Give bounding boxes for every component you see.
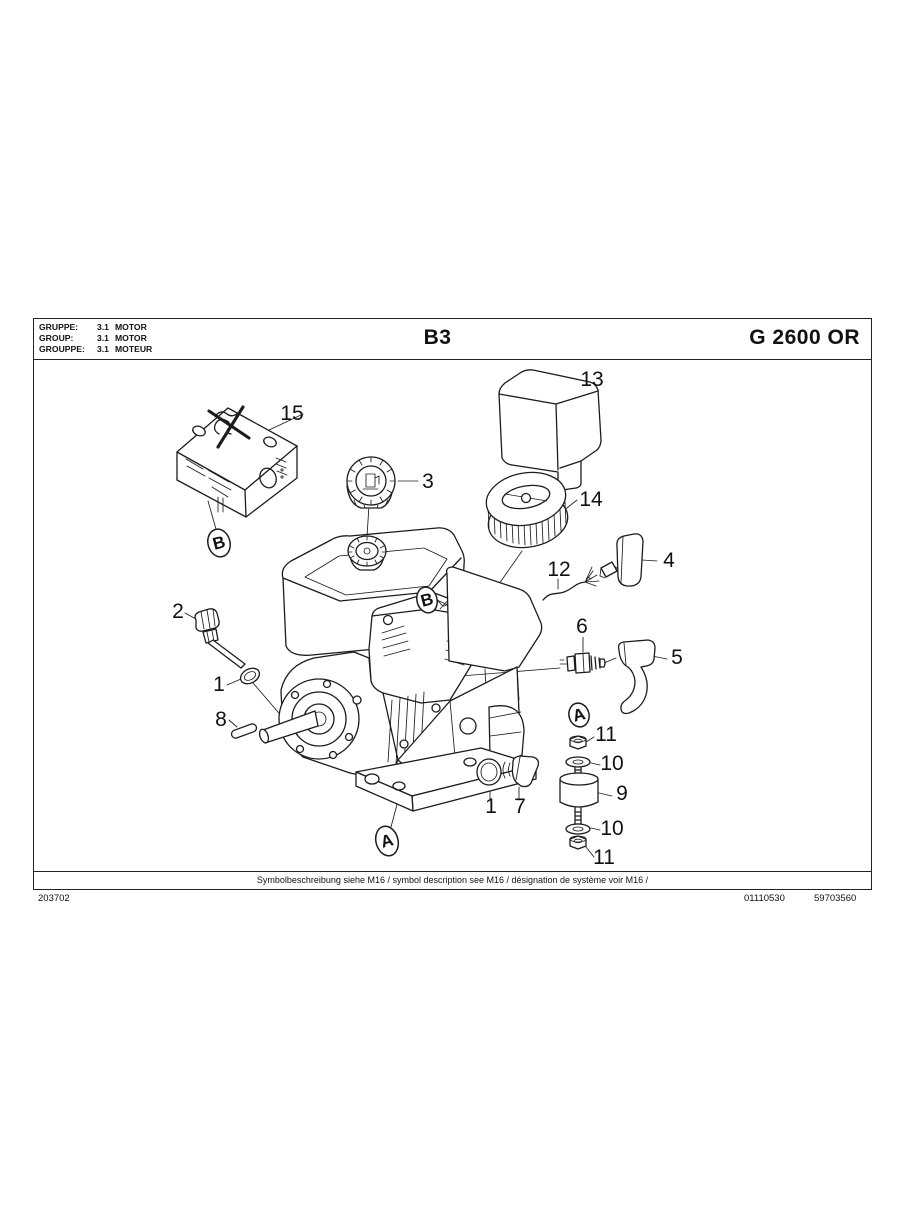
- section-marker-b-guard: B: [207, 528, 231, 558]
- callout-9: 9: [616, 782, 628, 805]
- group-name: MOTEUR: [115, 344, 153, 354]
- title-block: GRUPPE: 3.1 MOTOR GROUP: 3.1 MOTOR GROUP…: [34, 319, 871, 360]
- callout-7: 7: [514, 795, 526, 818]
- woodruff-key-part-8: [230, 723, 258, 739]
- nut-part-11-lower: [569, 835, 587, 850]
- model-code: G 2600 OR: [749, 326, 860, 349]
- callouts: 15 3 13 14 4 12 2 1 8 6 5 11 10 9 10 11 …: [172, 368, 683, 869]
- callout-15: 15: [280, 402, 303, 425]
- washer-part-10-lower: [565, 823, 591, 835]
- callout-11: 11: [593, 846, 615, 869]
- group-row-fr: GROUPPE: 3.1 MOTEUR: [39, 344, 152, 355]
- air-filter-element-part-14: [485, 471, 569, 549]
- crankcase-block: [258, 651, 425, 782]
- callout-11: 11: [595, 723, 617, 746]
- callout-6: 6: [576, 615, 588, 638]
- group-rows: GRUPPE: 3.1 MOTOR GROUP: 3.1 MOTOR GROUP…: [39, 322, 152, 355]
- fuel-cap-part-3: [346, 456, 396, 509]
- muffler-guard-part-15: [176, 405, 298, 518]
- section-marker-a-base: A: [374, 825, 400, 857]
- sheet-number: 59703560: [814, 893, 857, 904]
- callout-10: 10: [600, 752, 623, 775]
- callout-1: 1: [213, 673, 225, 696]
- hot-surface-warning-icon: [207, 405, 251, 449]
- section-marker-a-mounts: A: [568, 702, 590, 728]
- sheet-code: B3: [423, 326, 452, 349]
- spark-plug-cap-part-5: [617, 639, 656, 715]
- sealing-ring-part-1-upper: [239, 667, 261, 685]
- callout-8: 8: [215, 708, 227, 731]
- callout-5: 5: [671, 646, 683, 669]
- marker-letter-a: A: [571, 704, 588, 726]
- engine-assembly: [258, 527, 543, 812]
- sealing-ring-part-1-lower: [476, 758, 502, 786]
- section-marker-b-engine: B: [416, 586, 438, 614]
- air-cleaner-housing-installed: [445, 566, 543, 695]
- group-name: MOTOR: [115, 333, 147, 343]
- spark-plug-part-6: [559, 652, 606, 674]
- callout-2: 2: [172, 600, 184, 623]
- group-label: GRUPPE:: [39, 322, 79, 332]
- fuel-cap-installed: [347, 535, 387, 571]
- marker-letter-b: B: [419, 589, 436, 611]
- oil-drain-plug-part-7: [502, 755, 540, 788]
- callout-12: 12: [547, 558, 570, 581]
- group-row-de: GRUPPE: 3.1 MOTOR: [39, 322, 152, 333]
- marker-letter-b: B: [211, 532, 228, 554]
- callout-3: 3: [422, 470, 434, 493]
- filter-pleats: [487, 501, 567, 546]
- group-row-en: GROUP: 3.1 MOTOR: [39, 333, 152, 344]
- starter-grip-part-4: [599, 533, 644, 587]
- callout-14: 14: [579, 488, 603, 511]
- group-label: GROUP:: [39, 333, 74, 343]
- mount-stack: [559, 735, 599, 850]
- revision-number: 01110530: [744, 893, 785, 904]
- ignition-cable-part-12: [542, 566, 600, 601]
- rubber-mount-part-9: [559, 767, 599, 828]
- nut-part-11-upper: [569, 735, 587, 750]
- marker-letter-a: A: [379, 830, 396, 852]
- symbol-note: Symbolbeschreibung siehe M16 / symbol de…: [34, 871, 871, 889]
- washer-part-10-upper: [565, 756, 591, 768]
- group-label: GROUPPE:: [39, 344, 85, 354]
- leader-lines: [184, 381, 668, 858]
- callout-1: 1: [485, 795, 497, 818]
- callout-4: 4: [663, 549, 675, 572]
- oil-dipstick-part-2: [194, 608, 246, 669]
- drawing-frame: GRUPPE: 3.1 MOTOR GROUP: 3.1 MOTOR GROUP…: [33, 318, 872, 890]
- callout-10: 10: [600, 817, 623, 840]
- document-number: 203702: [38, 893, 70, 904]
- group-name: MOTOR: [115, 322, 147, 332]
- cap-knurling: [346, 456, 396, 506]
- callout-13: 13: [580, 368, 603, 391]
- group-code: 3.1: [97, 322, 109, 332]
- group-code: 3.1: [97, 344, 109, 354]
- group-code: 3.1: [97, 333, 109, 343]
